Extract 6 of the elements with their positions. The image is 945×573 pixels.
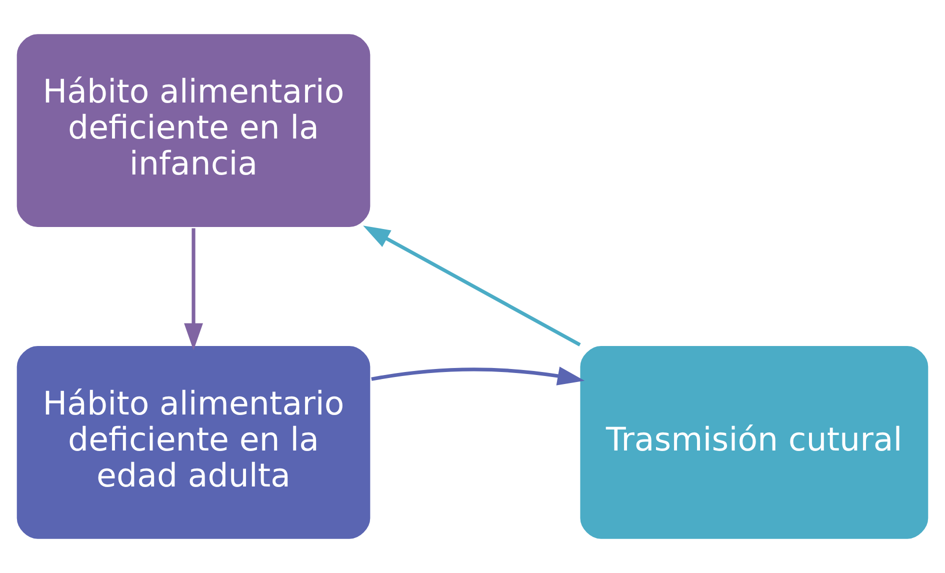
node-box: Hábito alimentario deficiente en la infancia: [15, 32, 372, 229]
node-box: Hábito alimentario deficiente en la edad adulta: [15, 344, 372, 541]
arrow: [184, 228, 203, 350]
node-box: Trasmisión cutural: [578, 344, 930, 541]
arrow: [371, 366, 585, 386]
arrow: [363, 226, 581, 346]
